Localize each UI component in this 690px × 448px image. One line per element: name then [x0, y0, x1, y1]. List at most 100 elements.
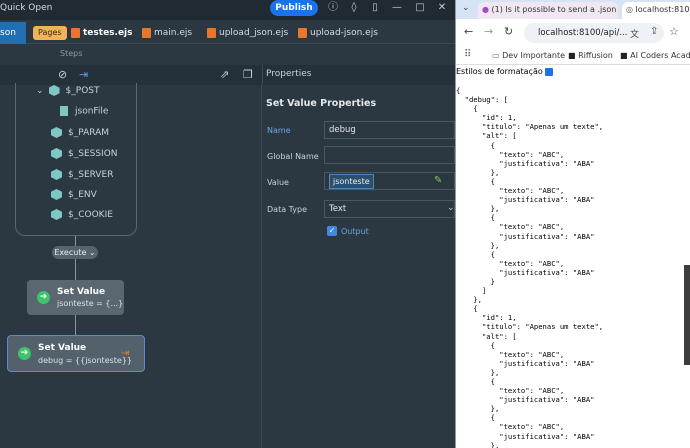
tab-upload-json-2[interactable]: upload-json.ejs — [298, 22, 378, 44]
step-subtitle: jsonteste = {...} — [57, 299, 124, 308]
name-label: Name — [267, 126, 291, 135]
tab-main[interactable]: main.ejs — [142, 22, 192, 44]
output-icon[interactable]: ⇥ — [121, 348, 130, 359]
bookmarks-bar: ⠿ ▭ Dev Importante ■ Riffusion ■ AI Code… — [456, 47, 690, 65]
tab-upload-json[interactable]: upload_json.ejs — [207, 22, 288, 44]
name-field[interactable]: debug — [324, 121, 455, 139]
maximize-icon[interactable]: □ — [415, 2, 425, 13]
edit-icon[interactable]: ✎ — [434, 175, 443, 186]
cube-icon — [48, 85, 60, 96]
step-over-icon[interactable]: ⇥ — [79, 68, 89, 81]
tree-item-env[interactable]: $_ENV — [51, 189, 97, 209]
quick-open[interactable]: Quick Open — [0, 3, 53, 13]
panel-divider[interactable] — [261, 85, 262, 448]
ai-coders-icon: ■ — [620, 51, 631, 60]
apps-icon[interactable]: ⠿ — [464, 49, 472, 60]
translate-icon[interactable]: 文 — [630, 30, 640, 40]
browser-tab-2[interactable]: ◎ localhost:8100/a — [622, 2, 690, 19]
tree-item-jsonfile[interactable]: jsonFile — [60, 106, 108, 126]
publish-button[interactable]: Publish — [270, 0, 318, 16]
globals-tree: ⌄$_POST jsonFile $_PARAM $_SESSION $_SER… — [15, 83, 137, 236]
minimize-icon[interactable]: — — [392, 2, 402, 13]
reddit-icon: ● — [482, 5, 492, 14]
tab-current[interactable]: son — [0, 22, 26, 44]
bookmark-dev[interactable]: ▭ Dev Importante — [492, 51, 566, 60]
html-file-icon — [207, 27, 216, 38]
layout-icon[interactable]: ▯ — [372, 2, 378, 13]
connector — [75, 259, 76, 280]
format-checkbox[interactable] — [544, 67, 553, 76]
back-icon[interactable]: ← — [464, 25, 474, 38]
riffusion-icon: ■ — [568, 51, 579, 60]
chevron-down-icon: ⌄ — [36, 86, 44, 96]
reload-icon[interactable]: ↻ — [504, 25, 514, 38]
global-name-field[interactable] — [324, 146, 455, 164]
folder-icon: ▭ — [492, 51, 503, 60]
value-chip[interactable]: jsonteste — [329, 174, 374, 189]
bookmark-riffusion[interactable]: ■ Riffusion — [568, 51, 613, 60]
pages-badge[interactable]: Pages — [33, 26, 67, 40]
browser-tab-1[interactable]: ● (1) Is it possible to send a .json — [478, 2, 618, 19]
steps-panel — [0, 85, 262, 448]
close-icon[interactable]: ✕ — [437, 2, 447, 13]
address-bar[interactable]: localhost:8100/api/... — [524, 23, 664, 43]
step-subtitle: debug = {{jsonteste}} — [38, 356, 133, 365]
set-value-icon: ➔ — [37, 291, 50, 304]
html-file-icon — [71, 27, 80, 38]
file-icon — [60, 106, 68, 116]
connector — [75, 315, 76, 335]
file-tabbar: son Pages testes.ejs main.ejs upload_jso… — [0, 22, 455, 44]
cube-icon — [51, 169, 62, 180]
browser-window: ⌄ ● (1) Is it possible to send a .json ◎… — [455, 0, 690, 448]
set-value-icon: ➔ — [18, 347, 31, 360]
chevron-down-icon: ⌄ — [447, 203, 455, 213]
browser-tabstrip: ⌄ ● (1) Is it possible to send a .json ◎… — [456, 0, 690, 19]
tree-item-post[interactable]: ⌄$_POST — [36, 85, 100, 96]
tree-item-session[interactable]: $_SESSION — [51, 148, 118, 168]
html-file-icon — [298, 27, 307, 38]
value-label: Value — [267, 178, 289, 187]
tab-testes[interactable]: testes.ejs — [71, 22, 133, 44]
data-type-label: Data Type — [267, 205, 308, 214]
step-card-set-value-1[interactable]: ➔ Set Value jsonteste = {...} — [27, 280, 124, 315]
bookmark-star-icon[interactable]: ☆ — [669, 25, 679, 38]
execute-toggle[interactable]: Execute ⌄ — [52, 246, 98, 259]
wappler-editor: Quick Open Publish ⓘ ◊ ▯ — □ ✕ son Pages… — [0, 0, 455, 448]
output-checkbox[interactable]: ✓ — [327, 226, 337, 236]
properties-title: Set Value Properties — [266, 98, 377, 109]
cube-icon — [51, 189, 62, 200]
step-title: Set Value — [57, 287, 106, 297]
export-icon[interactable]: ⇗ — [220, 68, 230, 81]
info-icon[interactable]: ⓘ — [328, 2, 338, 13]
tree-item-param[interactable]: $_PARAM — [51, 127, 109, 147]
editor-topbar: Quick Open Publish ⓘ ◊ ▯ — □ ✕ — [0, 0, 455, 20]
json-output: { "debug": [ { "id": 1, "titulo": "Apena… — [456, 86, 604, 448]
properties-header: Properties — [262, 65, 455, 85]
globe-icon: ◎ — [626, 5, 636, 14]
step-card-set-value-2[interactable]: ➔ Set Value debug = {{jsonteste}} ⇥ — [7, 335, 145, 372]
share-icon[interactable]: ⇪ — [650, 26, 659, 37]
data-type-select[interactable]: Text — [324, 200, 455, 218]
format-toggle[interactable]: Estilos de formatação — [456, 67, 553, 76]
copy-icon[interactable]: ❐ — [243, 68, 253, 81]
scrollbar[interactable] — [684, 265, 690, 365]
tree-item-cookie[interactable]: $_COOKIE — [51, 209, 113, 229]
steps-toolbar: ⊘ ⇥ ⇗ ❐ — [0, 65, 262, 85]
tree-item-server[interactable]: $_SERVER — [51, 169, 113, 189]
tab-current-label: son — [0, 28, 16, 38]
output-label: Output — [341, 227, 369, 236]
forward-icon[interactable]: → — [484, 25, 494, 38]
cube-icon — [51, 148, 62, 159]
cube-icon — [51, 127, 62, 138]
bookmark-ai-coders[interactable]: ■ AI Coders Academy — [620, 51, 690, 60]
steps-label: Steps — [60, 49, 83, 58]
disable-icon[interactable]: ⊘ — [58, 68, 68, 81]
cube-icon — [51, 209, 62, 220]
tab-search-icon[interactable]: ⌄ — [462, 3, 470, 13]
html-file-icon — [142, 27, 151, 38]
browser-navbar: ← → ↻ localhost:8100/api/... 文 ⇪ ☆ — [456, 19, 690, 47]
drop-icon[interactable]: ◊ — [351, 2, 357, 13]
global-name-label: Global Name — [267, 152, 319, 161]
connector — [75, 236, 76, 246]
step-title: Set Value — [38, 343, 87, 353]
